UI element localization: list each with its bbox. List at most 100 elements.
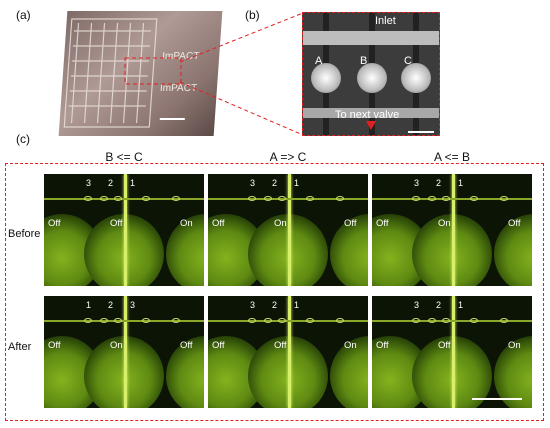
droplet — [428, 196, 436, 201]
valve-state-label: Off — [212, 340, 225, 351]
droplet-number: 1 — [458, 300, 464, 310]
valve-state-label: Off — [212, 218, 225, 229]
droplet — [500, 318, 508, 323]
droplet — [278, 196, 286, 201]
fluid-channel-horizontal — [208, 198, 368, 200]
droplet-number: 2 — [108, 178, 114, 188]
valve-state-label: Off — [376, 340, 389, 351]
droplet-number: 2 — [436, 300, 442, 310]
valve-state-label: Off — [376, 218, 389, 229]
fluid-channel-vertical — [124, 174, 127, 286]
fluid-channel-horizontal — [44, 320, 204, 322]
fluid-channel-horizontal — [208, 320, 368, 322]
droplet — [470, 196, 478, 201]
panel-label-c: (c) — [16, 132, 30, 146]
droplet-number: 1 — [294, 178, 300, 188]
column-title-3: A <= B — [433, 150, 471, 164]
micrograph-panel: Off Off On 3 2 1 — [372, 296, 532, 408]
droplet — [442, 318, 450, 323]
droplet-number: 3 — [250, 300, 256, 310]
droplet — [336, 318, 344, 323]
valve-state-label: Off — [48, 218, 61, 229]
micrograph-panel: Off On Off 1 2 3 — [44, 296, 204, 408]
valve-state-label: Off — [508, 218, 521, 229]
droplet-number: 1 — [294, 300, 300, 310]
row-label-before: Before — [8, 228, 41, 240]
droplet-number: 3 — [130, 300, 136, 310]
droplet — [336, 196, 344, 201]
valve-state-label: Off — [274, 340, 287, 351]
droplet-number: 1 — [86, 300, 92, 310]
micrograph-panel: Off On Off 3 2 1 — [372, 174, 532, 286]
scale-bar — [472, 398, 522, 400]
panel-label-b: (b) — [245, 8, 260, 22]
valve-state-label: On — [508, 340, 521, 351]
valve-label-b: B — [360, 55, 368, 67]
droplet — [114, 196, 122, 201]
fluid-channel-horizontal — [372, 320, 532, 322]
valve-state-label: Off — [438, 340, 451, 351]
droplet-number: 3 — [250, 178, 256, 188]
inlet-label: Inlet — [375, 15, 396, 27]
droplet — [172, 318, 180, 323]
valve-state-label: Off — [180, 340, 193, 351]
fluid-channel-vertical — [452, 296, 455, 408]
panel-label-a: (a) — [16, 8, 31, 22]
fluid-channel-vertical — [124, 296, 127, 408]
valve-state-label: Off — [48, 340, 61, 351]
fluid-channel-vertical — [288, 174, 291, 286]
valve-state-label: Off — [110, 218, 123, 229]
droplet-number: 3 — [414, 300, 420, 310]
fluid-channel-vertical — [452, 174, 455, 286]
to-next-valve-label: To next valve — [335, 109, 400, 121]
droplet-number: 2 — [108, 300, 114, 310]
valve-state-label: Off — [344, 218, 357, 229]
fluid-channel-vertical — [288, 296, 291, 408]
droplet — [172, 196, 180, 201]
droplet-number: 2 — [436, 178, 442, 188]
droplet — [248, 196, 256, 201]
droplet — [248, 318, 256, 323]
droplet-number: 3 — [414, 178, 420, 188]
fluid-channel-horizontal — [372, 198, 532, 200]
droplet — [142, 318, 150, 323]
droplet — [100, 196, 108, 201]
droplet-number: 3 — [86, 178, 92, 188]
zoom-connector-lines — [124, 12, 304, 136]
droplet-number: 1 — [458, 178, 464, 188]
row-label-after: After — [8, 341, 32, 353]
micrograph-panel: Off Off On 3 2 1 — [208, 296, 368, 408]
column-title-1: B <= C — [105, 150, 143, 164]
droplet — [84, 318, 92, 323]
droplet — [306, 196, 314, 201]
micrograph-panel: Off Off On 3 2 1 — [44, 174, 204, 286]
droplet — [142, 196, 150, 201]
droplet — [412, 196, 420, 201]
droplet — [306, 318, 314, 323]
droplet — [428, 318, 436, 323]
valve-label-c: C — [404, 55, 412, 67]
droplet — [442, 196, 450, 201]
valve-state-label: On — [344, 340, 357, 351]
droplet — [500, 196, 508, 201]
valve-state-label: On — [180, 218, 193, 229]
valve-state-label: On — [110, 340, 123, 351]
valve-state-label: On — [274, 218, 287, 229]
droplet — [84, 196, 92, 201]
droplet — [114, 318, 122, 323]
valve-state-label: On — [438, 218, 451, 229]
droplet — [100, 318, 108, 323]
droplet-number: 2 — [272, 300, 278, 310]
droplet — [412, 318, 420, 323]
droplet — [264, 318, 272, 323]
droplet — [470, 318, 478, 323]
droplet-number: 1 — [130, 178, 136, 188]
fluid-channel-horizontal — [44, 198, 204, 200]
valve-label-a: A — [315, 55, 323, 67]
droplet — [264, 196, 272, 201]
chip-photo: ImPACT ImPACT — [58, 11, 223, 136]
column-title-2: A => C — [269, 150, 307, 164]
droplet — [278, 318, 286, 323]
valve-zoom-photo: Inlet A B C To next valve — [302, 12, 440, 136]
